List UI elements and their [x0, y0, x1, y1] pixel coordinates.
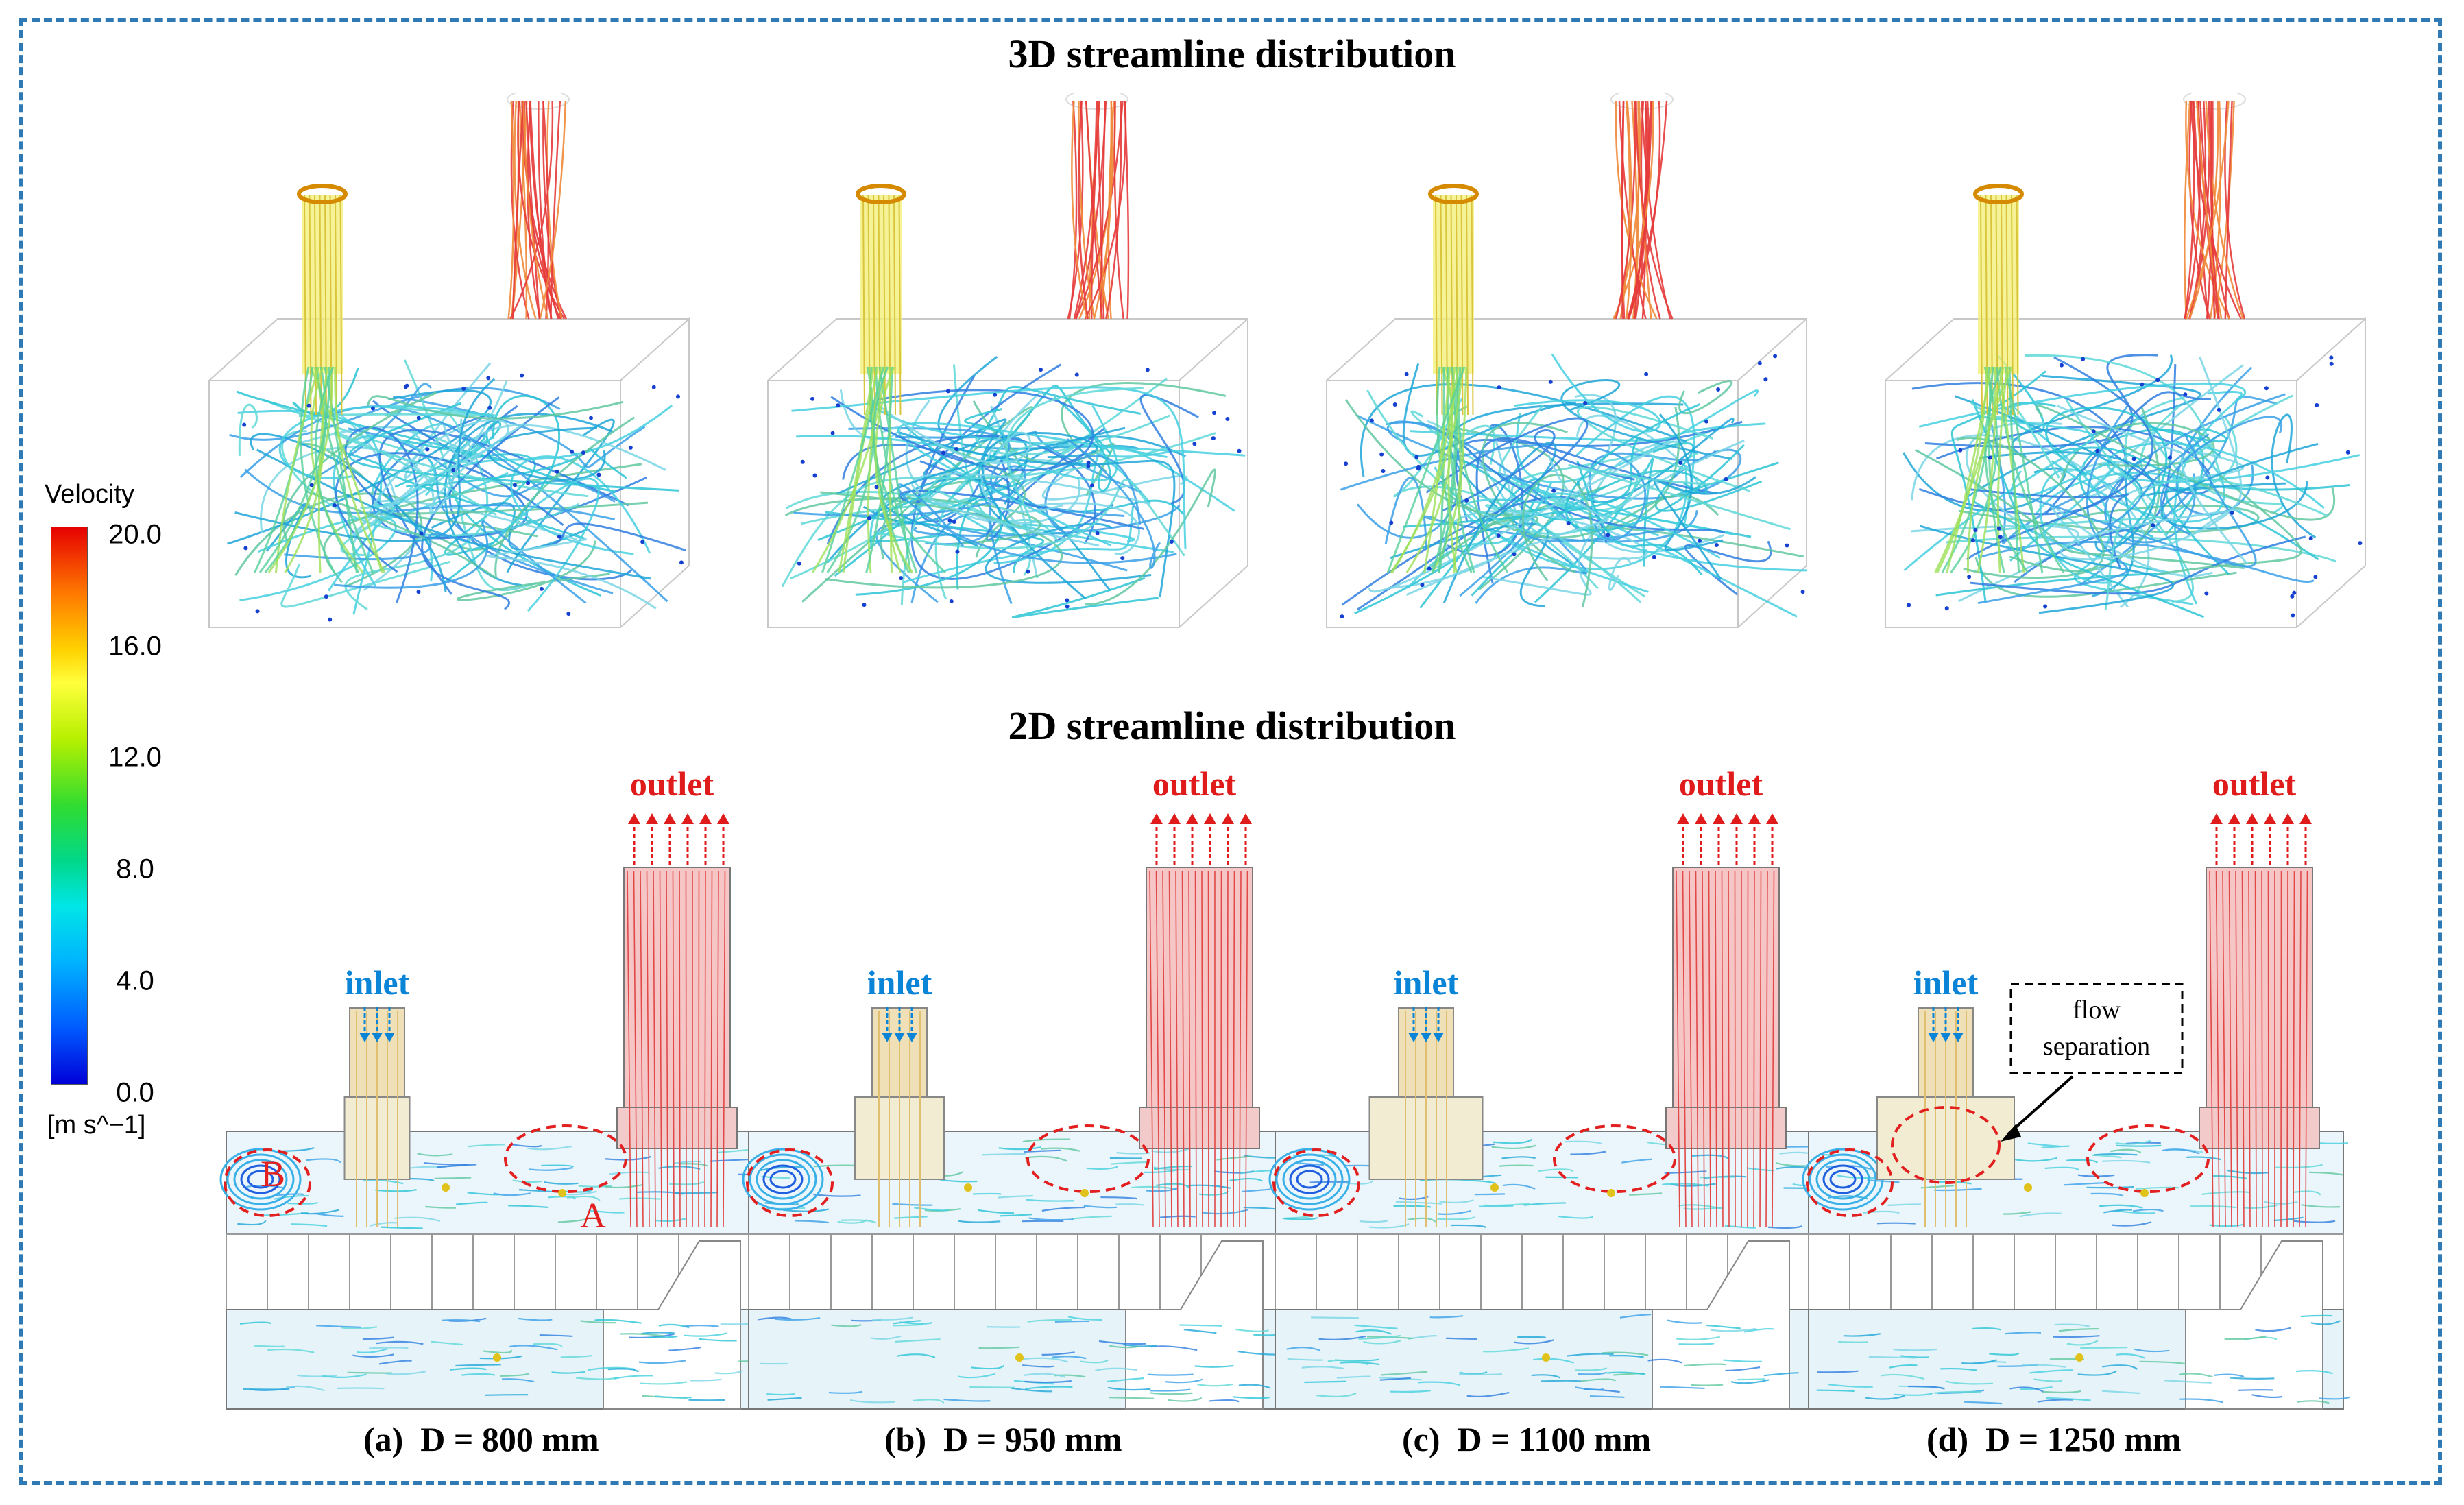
colorbar-tick-4: 4.0: [116, 965, 154, 996]
panel-2d-d: inlet outlet flow separation: [1802, 747, 2352, 1433]
streamlines-3d: [208, 89, 690, 628]
panel-2d-c: inlet outlet: [1268, 747, 1826, 1433]
caption-c: (c) D = 1100 mm: [1402, 1420, 1652, 1458]
colorbar-title: Velocity: [45, 480, 134, 509]
panel-3d-d: [1872, 89, 2420, 696]
colorbar-tick-8: 8.0: [116, 854, 154, 884]
caption-b: (b) D = 950 mm: [884, 1420, 1122, 1458]
streamlines-2d: [1802, 813, 2352, 1410]
colorbar-unit: [m s^−1]: [47, 1111, 146, 1140]
streamlines-3d: [1885, 89, 2366, 628]
marker-b-label: B: [261, 1153, 285, 1194]
streamlines-2d: [1268, 813, 1826, 1410]
outlet-label: outlet: [630, 764, 714, 803]
inlet-label: inlet: [1394, 963, 1459, 1002]
streamlines-2d: [742, 813, 1296, 1410]
flow-separation-text-2: separation: [2043, 1032, 2150, 1061]
velocity-colorbar: Velocity 20.0 16.0 12.0 8.0 4.0 0.0 [m s…: [39, 480, 197, 1152]
panel-3d-c: [1313, 89, 1861, 696]
inlet-label: inlet: [867, 963, 932, 1002]
panel-2d-a: inlet outlet B A: [219, 747, 796, 1433]
panel-3d-b: [754, 89, 1303, 696]
colorbar-tick-12: 12.0: [108, 742, 162, 773]
colorbar-tick-20: 20.0: [108, 519, 162, 550]
streamlines-2d: [219, 813, 796, 1410]
outlet-label: outlet: [1152, 764, 1237, 803]
flow-separation-text-1: flow: [2073, 996, 2121, 1024]
panel-2d-b: inlet outlet: [742, 747, 1296, 1433]
caption-d: (d) D = 1250 mm: [1926, 1420, 2182, 1458]
outlet-label: outlet: [1679, 764, 1763, 803]
colorbar-tick-16: 16.0: [108, 631, 162, 662]
streamlines-3d: [767, 89, 1248, 628]
outlet-column: [623, 867, 731, 1149]
outlet-label: outlet: [2212, 764, 2297, 803]
outlet-column: [2206, 867, 2313, 1149]
title-3d-streamline: 3D streamline distribution: [1008, 32, 1456, 76]
flow-separation-callout: flow separation: [2001, 983, 2184, 1142]
colorbar-gradient: [51, 527, 88, 1085]
inlet-label: inlet: [1913, 963, 1979, 1002]
marker-a-label: A: [580, 1196, 606, 1236]
figure-frame: [19, 18, 2442, 1485]
outlet-column: [1672, 867, 1780, 1149]
title-2d-streamline: 2D streamline distribution: [1008, 703, 1456, 748]
streamlines-3d: [1326, 89, 1807, 628]
outlet-column: [1146, 867, 1253, 1149]
inlet-label: inlet: [345, 963, 410, 1002]
panel-3d-a: [195, 89, 744, 696]
caption-a: (a) D = 800 mm: [363, 1420, 599, 1458]
colorbar-tick-0: 0.0: [116, 1077, 154, 1108]
